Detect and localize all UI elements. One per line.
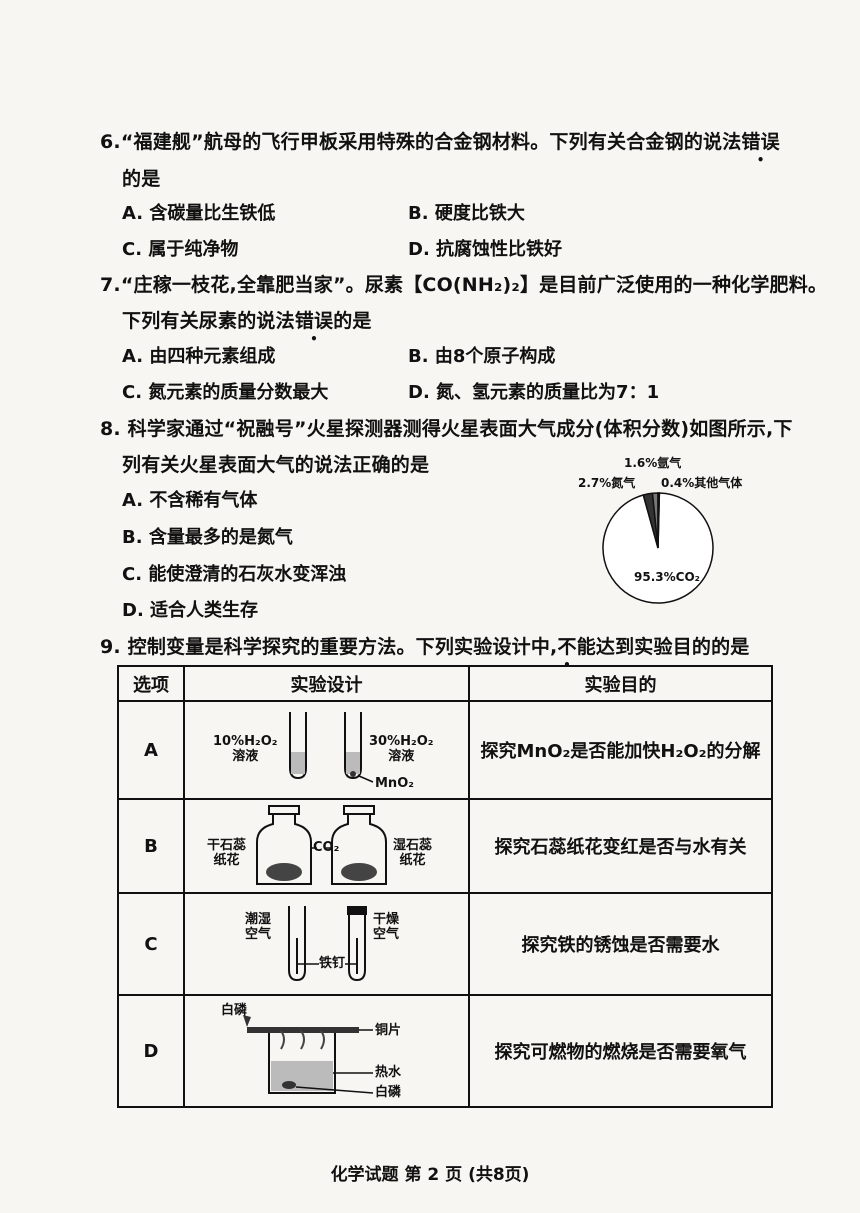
rust-tubes-drawing [288, 906, 367, 982]
q7-stem-cont: 下列有关尿素的说法错误的是 [122, 306, 372, 333]
q7-option-a: A. 由四种元素组成 [122, 346, 276, 367]
q7-option-b: B. 由8个原子构成 [408, 346, 556, 367]
pie-label-argon: 1.6%氩气 [624, 456, 682, 470]
table-header-row: 选项 实验设计 实验目的 [117, 665, 773, 702]
iron-rust-figure: 潮湿 空气 铁钉 干燥 空气 [185, 898, 468, 990]
table-row: B 干石蕊 纸花 CO₂ 湿石蕊 纸花 探究石蕊纸花变红是否与水有关 [117, 798, 773, 894]
copper-plate-label: 铜片 [375, 1023, 402, 1038]
row-d-purpose: 探究可燃物的燃烧是否需要氧气 [468, 994, 773, 1108]
row-d-design: 白磷 铜片 热水 白磷 [183, 994, 470, 1108]
q7-stem: 7.“庄稼一枝花,全靠肥当家”。尿素【CO(NH₂)₂】是目前广泛使用的一种化学… [100, 274, 828, 296]
white-phosphorus-top-label: 白磷 [221, 1003, 248, 1018]
experiment-table: 选项 实验设计 实验目的 A 10%H₂O₂ 溶液 30%H₂O₂ 溶液 MnO… [117, 665, 773, 1108]
combustion-figure: 白磷 铜片 热水 白磷 [185, 999, 468, 1103]
q7-option-c: C. 氮元素的质量分数最大 [122, 382, 329, 403]
q6-stem-text: 6.“福建舰”航母的飞行甲板采用特殊的合金钢材料。下列有关合金钢的说法 [100, 131, 742, 153]
q8-stem: 8. 科学家通过“祝融号”火星探测器测得火星表面大气成分(体积分数)如图所示,下 [100, 418, 793, 440]
row-a-purpose: 探究MnO₂是否能加快H₂O₂的分解 [468, 700, 773, 800]
dry-litmus-label: 干石蕊 纸花 [207, 838, 247, 868]
row-d-option: D [117, 994, 185, 1108]
pie-label-other: 0.4%其他气体 [661, 476, 743, 490]
table-row: C 潮湿 空气 铁钉 干燥 空气 探究铁的锈蚀是否需要水 [117, 892, 773, 996]
table-row: D 白磷 铜片 热水 白磷 探究可燃物的燃烧是 [117, 994, 773, 1108]
row-b-design: 干石蕊 纸花 CO₂ 湿石蕊 纸花 [183, 798, 470, 894]
co2-label: CO₂ [313, 840, 340, 855]
q6-option-a: A. 含碳量比生铁低 [122, 203, 276, 224]
page-footer: 化学试题 第 2 页 (共8页) [330, 1165, 530, 1185]
row-b-option: B [117, 798, 185, 894]
catalyst-label: MnO₂ [375, 776, 414, 791]
tube-right-label: 30%H₂O₂ 溶液 [369, 734, 434, 764]
q8-option-c: C. 能使澄清的石灰水变浑浊 [122, 564, 347, 585]
dry-air-label: 干燥 空气 [373, 912, 400, 942]
q6-option-c: C. 属于纯净物 [122, 239, 239, 260]
row-a-option: A [117, 700, 185, 800]
q7-emphasis: 错误 [295, 310, 333, 332]
white-phosphorus-bottom-label: 白磷 [375, 1085, 402, 1100]
q9-stem-pre: 9. 控制变量是科学探究的重要方法。下列实验设计中, [100, 636, 558, 658]
row-c-design: 潮湿 空气 铁钉 干燥 空气 [183, 892, 470, 996]
q7-stem-post: 的是 [333, 310, 372, 332]
q6-option-b: B. 硬度比铁大 [408, 203, 525, 224]
row-c-purpose: 探究铁的锈蚀是否需要水 [468, 892, 773, 996]
test-tube-figure: 10%H₂O₂ 溶液 30%H₂O₂ 溶液 MnO₂ [185, 704, 468, 796]
pie-label-nitrogen: 2.7%氮气 [578, 476, 636, 490]
pie-label-co2: 95.3%CO₂ [634, 570, 700, 584]
tube-left-label: 10%H₂O₂ 溶液 [213, 734, 278, 764]
iron-nail-label: 铁钉 [319, 956, 346, 971]
header-design: 实验设计 [183, 665, 470, 702]
q8-option-d: D. 适合人类生存 [122, 600, 259, 621]
q7-option-d: D. 氮、氢元素的质量比为7：1 [408, 382, 660, 403]
row-a-design: 10%H₂O₂ 溶液 30%H₂O₂ 溶液 MnO₂ [183, 700, 470, 800]
row-b-purpose: 探究石蕊纸花变红是否与水有关 [468, 798, 773, 894]
wet-litmus-label: 湿石蕊 纸花 [393, 838, 433, 868]
test-tubes-drawing [289, 712, 374, 783]
q9-stem-post: 能达到实验目的的是 [576, 636, 750, 658]
pie-slice-other [657, 492, 661, 549]
header-option: 选项 [117, 665, 185, 702]
mars-atmosphere-pie-chart [602, 492, 714, 604]
q6-emphasis: 错误 [741, 131, 779, 153]
row-c-option: C [117, 892, 185, 996]
q7-stem-pre: 下列有关尿素的说法 [122, 310, 295, 332]
bottles-drawing [256, 805, 387, 885]
q8-option-a: A. 不含稀有气体 [122, 490, 258, 511]
hot-water-label: 热水 [375, 1065, 402, 1080]
combustion-drawing [243, 1015, 374, 1094]
q8-stem-cont: 列有关火星表面大气的说法正确的是 [122, 454, 430, 476]
table-row: A 10%H₂O₂ 溶液 30%H₂O₂ 溶液 MnO₂ 探究MnO₂是否能加快… [117, 700, 773, 800]
q9-stem: 9. 控制变量是科学探究的重要方法。下列实验设计中,不能达到实验目的的是 [100, 632, 750, 659]
q8-option-b: B. 含量最多的是氮气 [122, 527, 293, 548]
q6-stem-cont: 的是 [122, 168, 161, 190]
bottle-figure: 干石蕊 纸花 CO₂ 湿石蕊 纸花 [185, 800, 468, 892]
q9-emphasis: 不 [557, 636, 576, 658]
q6-stem: 6.“福建舰”航母的飞行甲板采用特殊的合金钢材料。下列有关合金钢的说法错误 [100, 127, 780, 154]
header-purpose: 实验目的 [468, 665, 773, 702]
moist-air-label: 潮湿 空气 [245, 912, 272, 942]
q6-option-d: D. 抗腐蚀性比铁好 [408, 239, 563, 260]
